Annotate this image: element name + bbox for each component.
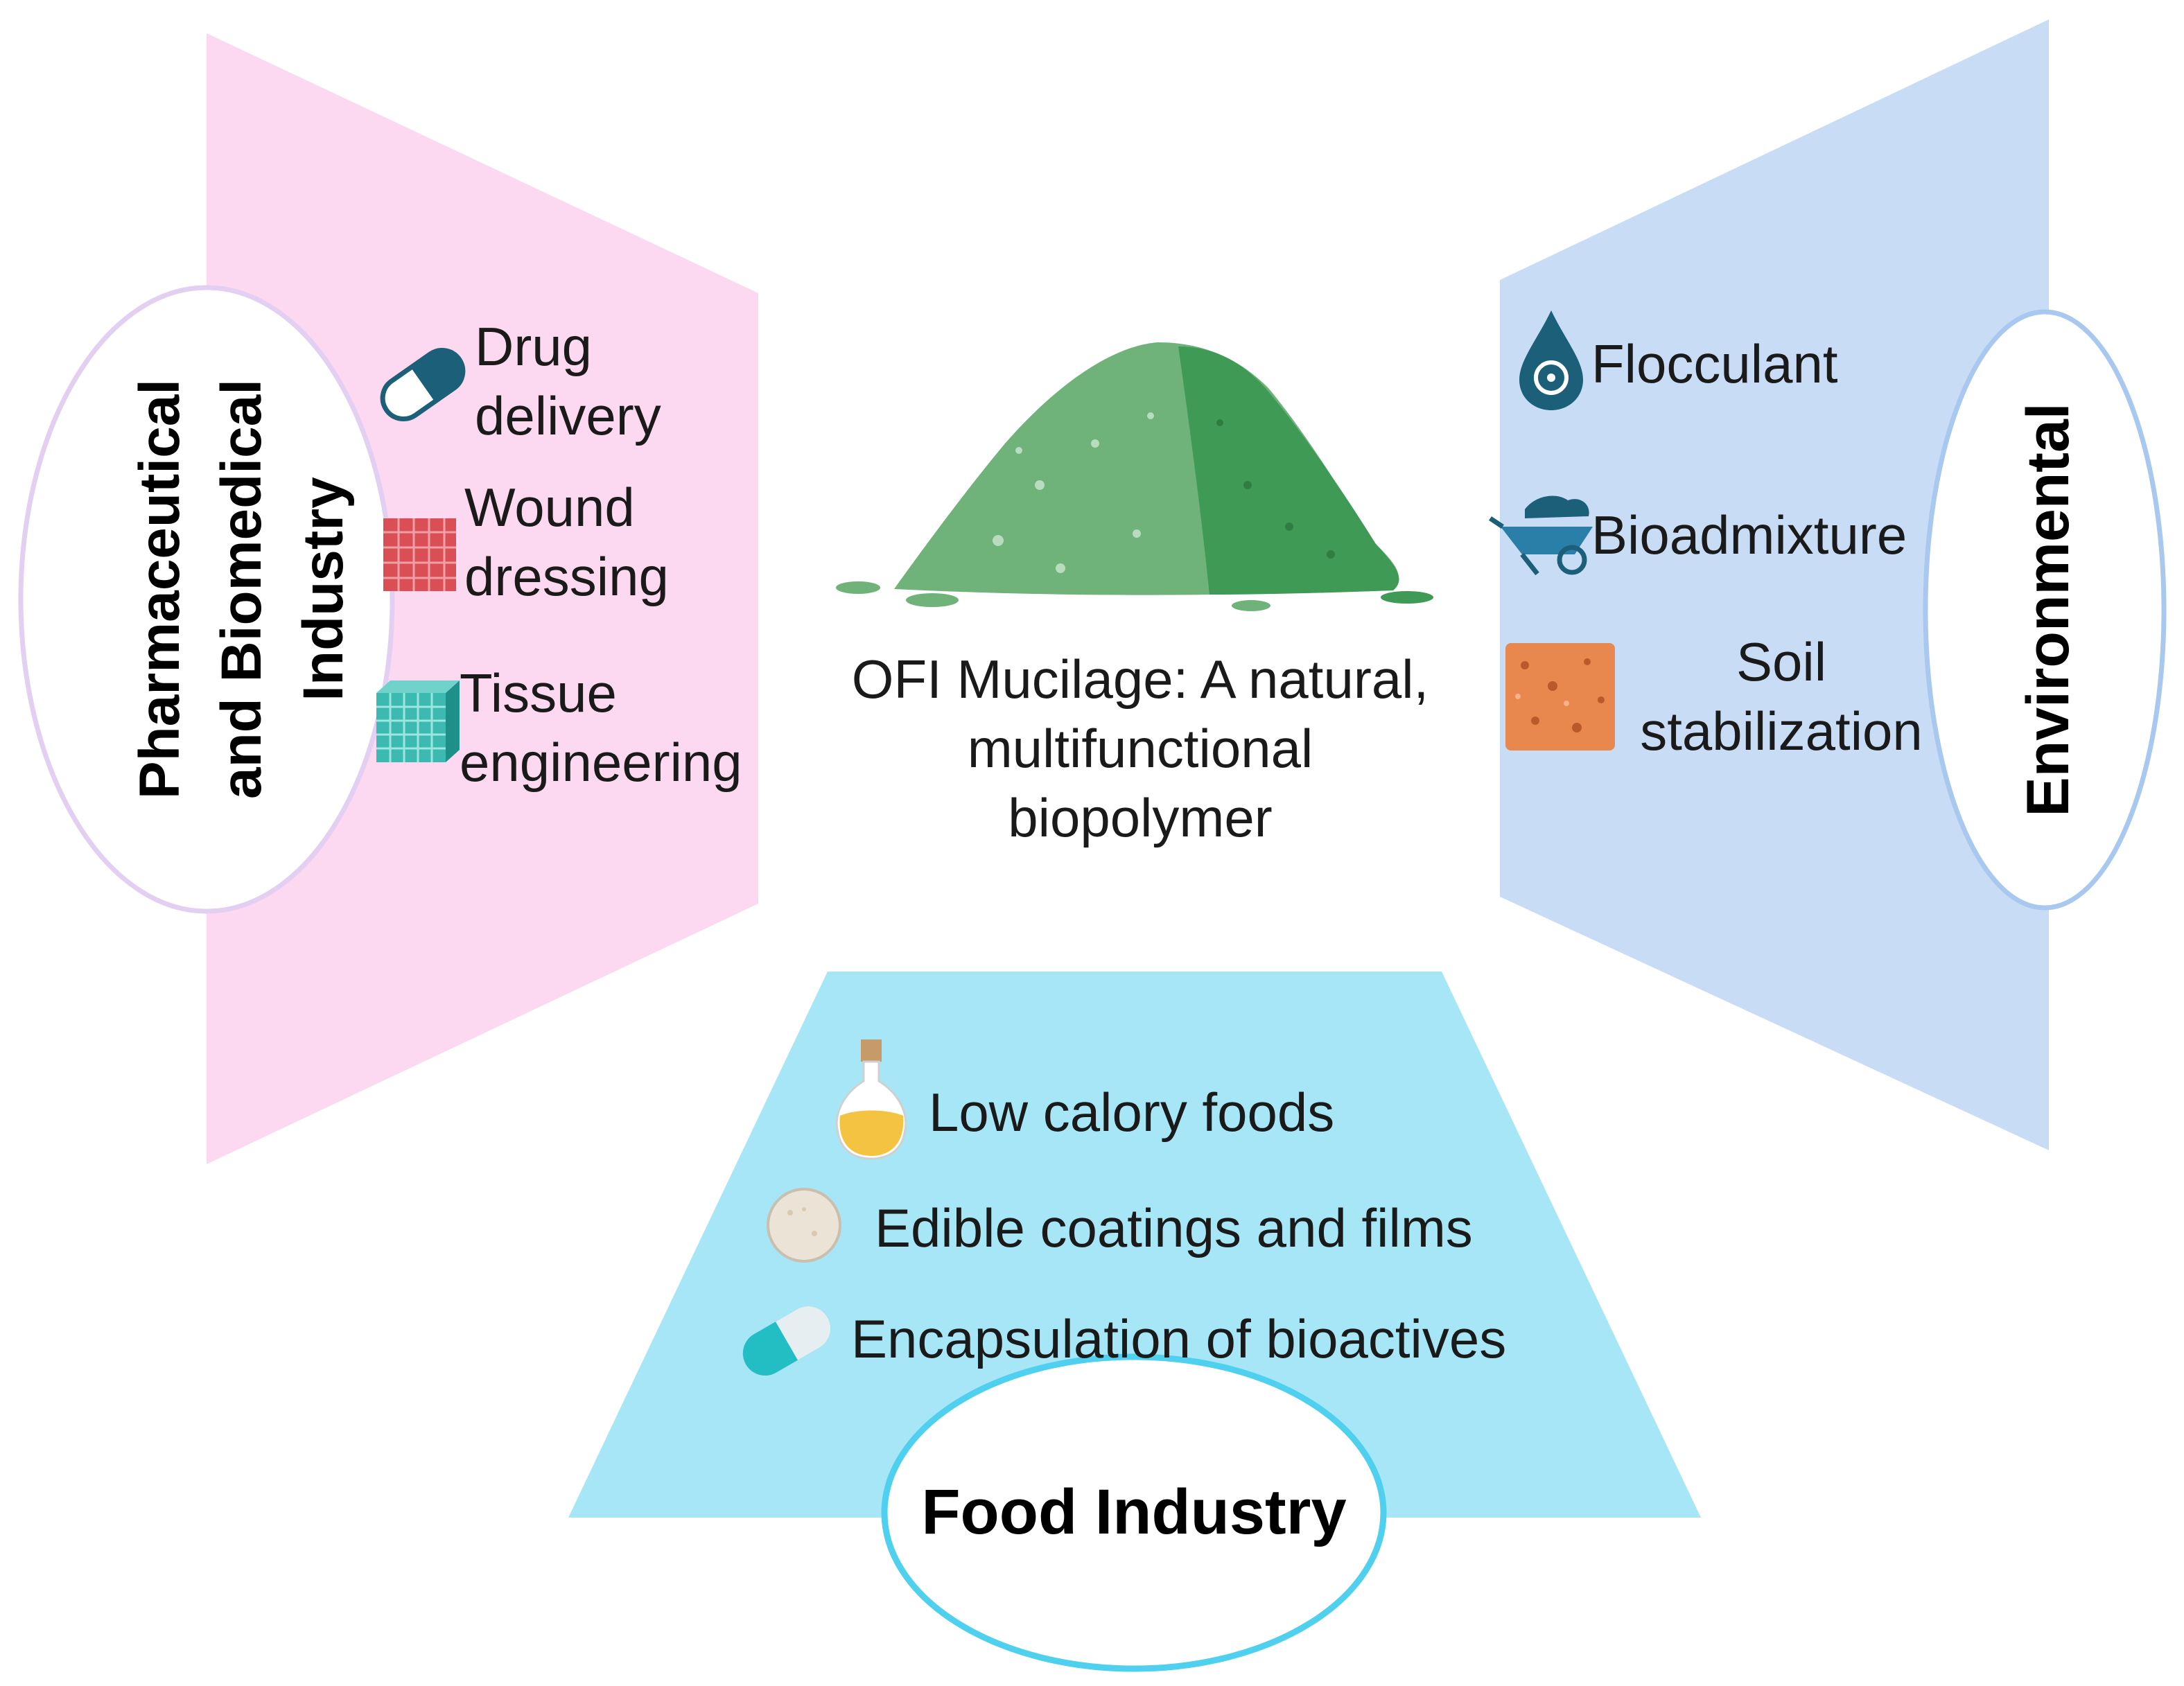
pharma-title-line: and Biomedical [210,378,273,800]
pharma-item-tissue-engineering: Tissue engineering [460,658,742,797]
env-item-flocculant: Flocculant [1591,329,1838,398]
food-ellipse [881,1353,1387,1672]
item-line: Tissue [460,662,617,723]
pharma-panel [207,33,758,1164]
caption-line: biopolymer [1008,787,1273,848]
item-line: engineering [460,732,742,793]
item-line: dressing [464,546,669,607]
item-line: Wound [464,477,635,538]
item-line: stabilization [1640,701,1923,762]
wound-dressing-icon [383,518,456,591]
soil-block-icon [1505,643,1615,750]
food-item-low-calory: Low calory foods [929,1082,1335,1143]
scaffold-cube-icon [376,680,460,762]
caption-line: OFI Mucilage: A natural, [851,649,1429,710]
film-disc-icon [767,1188,841,1263]
biohazard-drop-icon [1519,310,1583,410]
capsule-icon [742,1306,831,1376]
environmental-ellipse [1923,309,2167,911]
item-line: Drug [475,316,593,377]
pharma-title-line: Industry [292,477,355,701]
item-line: Soil [1736,631,1827,692]
item-line: Flocculant [1591,333,1838,394]
oil-bottle-icon [835,1039,907,1160]
pharma-ellipse [18,285,395,914]
pharma-item-wound-dressing: Wound dressing [464,473,669,611]
env-item-soil-stabilization: Soil stabilization [1622,627,1941,766]
mucilage-mound-icon [836,342,1433,611]
pharma-item-drug-delivery: Drug delivery [475,312,661,450]
pharma-title: Pharmaceutical and Biomedical Industry [119,291,365,887]
capsule-icon [380,347,466,422]
wheelbarrow-icon [1489,495,1593,576]
item-line: Bioadmixture [1591,504,1907,565]
item-line: delivery [475,385,661,446]
food-item-encapsulation: Encapsulation of bioactives [851,1308,1507,1369]
env-item-bioadmixture: Bioadmixture [1591,500,1907,570]
mucilage-caption: OFI Mucilage: A natural, multifunctional… [797,644,1483,852]
food-title: Food Industry [921,1477,1347,1547]
pharma-title-line: Pharmaceutical [128,378,191,800]
environmental-panel [1500,19,2049,1150]
environmental-title: Environmental [2015,403,2081,817]
caption-line: multifunctional [967,718,1313,779]
food-item-edible-coatings: Edible coatings and films [875,1197,1473,1258]
